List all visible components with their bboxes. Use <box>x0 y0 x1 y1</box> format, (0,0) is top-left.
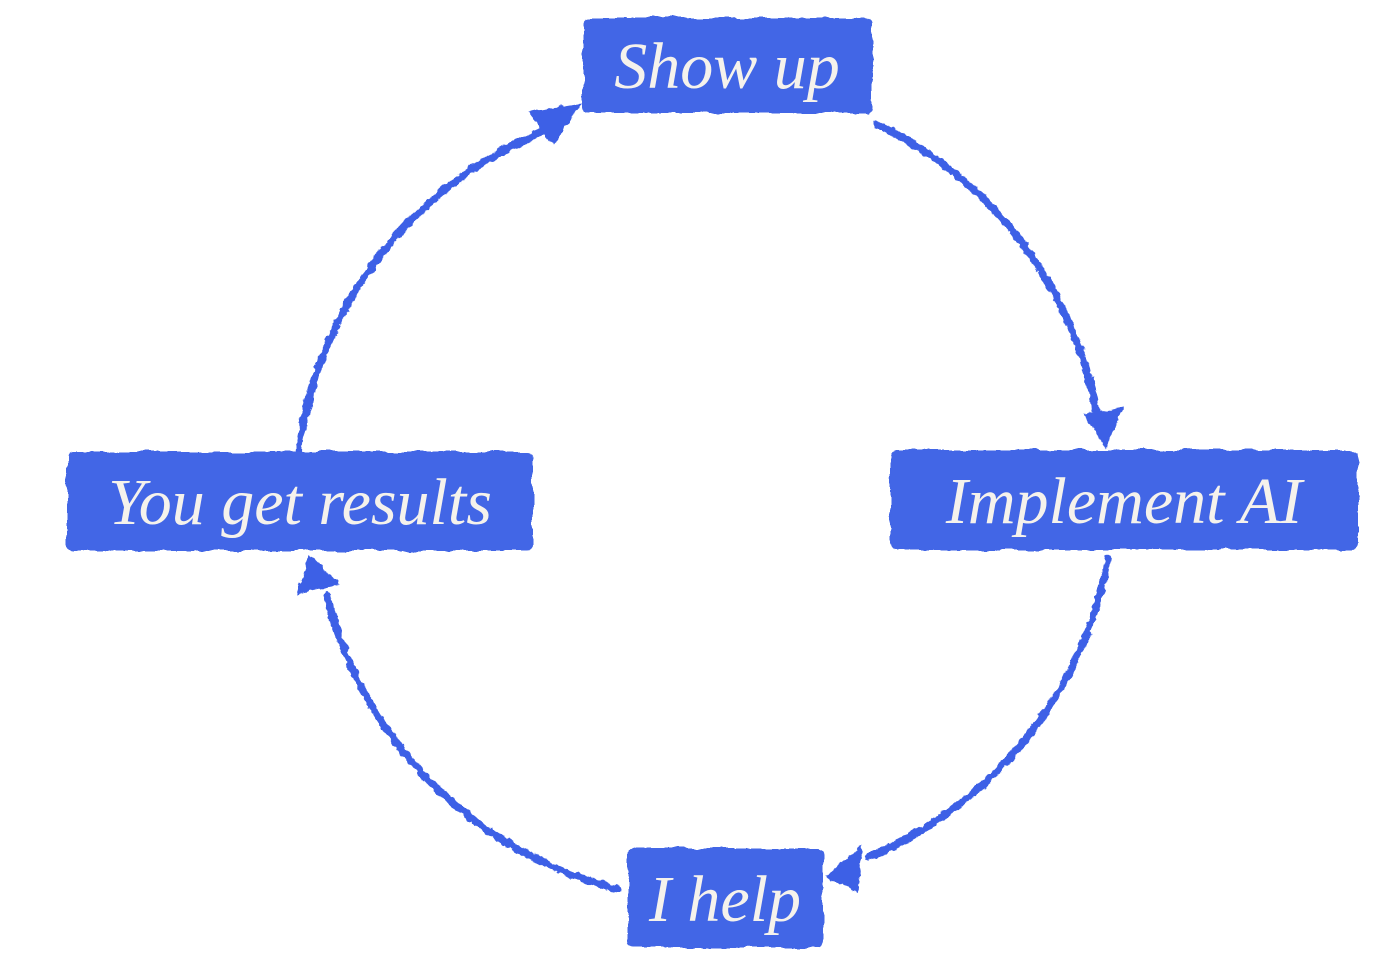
arrowhead-bottom-icon <box>825 845 862 893</box>
arc-top-to-right <box>873 120 1100 414</box>
step-box-left <box>67 452 533 551</box>
cycle-step-right: Implement AI <box>890 450 1358 550</box>
step-label-left: You get results <box>108 466 492 539</box>
cycle-step-bottom: I help <box>628 848 823 948</box>
arc-right-to-bottom <box>865 554 1112 861</box>
arc-bottom-to-left <box>323 592 621 893</box>
arrowhead-right-icon <box>1083 407 1124 449</box>
step-box-bottom <box>628 848 823 948</box>
step-label-bottom: I help <box>648 863 801 936</box>
cycle-arrows <box>295 103 1124 893</box>
step-box-right <box>890 450 1358 550</box>
step-box-top <box>583 18 872 113</box>
step-label-top: Show up <box>614 30 840 103</box>
arc-left-to-top <box>295 122 561 453</box>
cycle-step-left: You get results <box>67 452 533 551</box>
arrowhead-top-icon <box>528 103 582 146</box>
cycle-step-top: Show up <box>583 18 872 113</box>
arrowhead-left-icon <box>296 554 340 594</box>
step-label-right: Implement AI <box>945 465 1305 538</box>
